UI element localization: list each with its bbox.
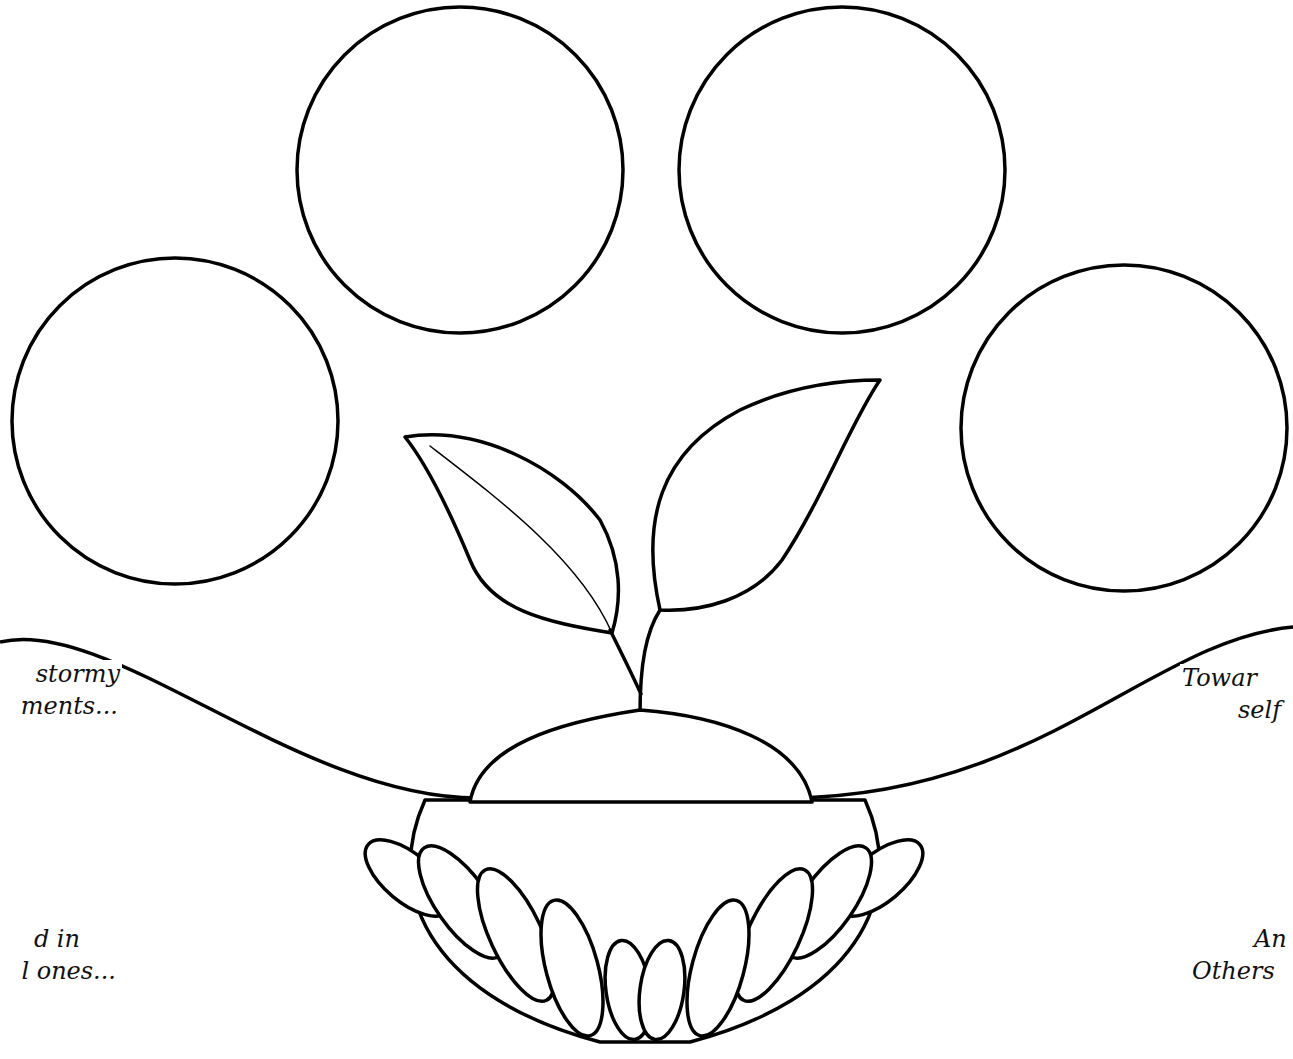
soil — [470, 710, 812, 802]
leaf — [405, 435, 618, 633]
leaf — [653, 380, 880, 610]
side-note: l ones... — [19, 957, 118, 985]
wave-line — [0, 639, 480, 798]
side-note: self — [1236, 696, 1283, 724]
side-note: d in — [32, 925, 82, 953]
side-note: Towar — [1180, 664, 1259, 692]
blank-circle — [12, 258, 338, 584]
blank-circle — [961, 265, 1287, 591]
hands — [353, 710, 936, 1043]
side-note: Others — [1190, 957, 1277, 985]
side-note: ments... — [19, 692, 120, 720]
stem — [640, 610, 660, 714]
wave-line — [790, 627, 1293, 798]
blank-circle — [297, 7, 623, 333]
stem — [610, 630, 641, 694]
side-note: stormy — [34, 660, 122, 688]
blank-circle — [679, 7, 1005, 333]
leaf-vein — [430, 446, 612, 633]
side-note: An — [1252, 925, 1289, 953]
